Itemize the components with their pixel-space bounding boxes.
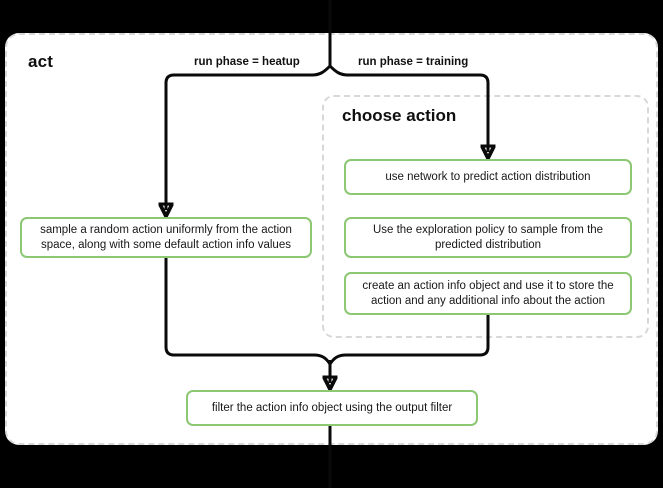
- node-use-network-predict[interactable]: use network to predict action distributi…: [344, 159, 632, 195]
- node-sample-random-action[interactable]: sample a random action uniformly from th…: [20, 217, 312, 258]
- node-create-action-info[interactable]: create an action info object and use it …: [344, 272, 632, 315]
- edge-label-heatup: run phase = heatup: [191, 56, 303, 68]
- subgraph-act-title: act: [28, 52, 54, 71]
- node-exploration-policy[interactable]: Use the exploration policy to sample fro…: [344, 217, 632, 258]
- subgraph-choose-action-title: choose action: [342, 106, 457, 125]
- edge-label-training: run phase = training: [355, 56, 472, 68]
- node-filter-output[interactable]: filter the action info object using the …: [186, 390, 478, 426]
